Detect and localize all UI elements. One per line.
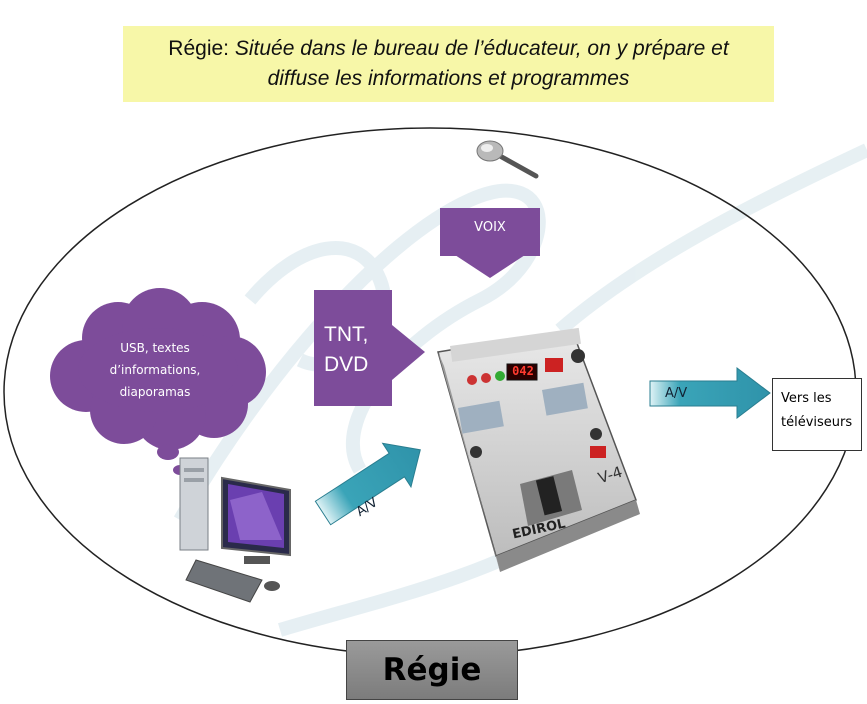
cloud-line-2: d’informations, bbox=[109, 363, 201, 377]
av-arrow-right-icon bbox=[649, 366, 771, 420]
title-description-1: Située dans le bureau de l’éducateur, on… bbox=[234, 37, 729, 60]
tv-line-1: Vers les bbox=[781, 391, 832, 406]
thought-cloud-icon bbox=[50, 288, 266, 475]
cloud-line-3: diaporamas bbox=[119, 385, 191, 399]
av-arrow-left-icon bbox=[314, 442, 421, 526]
title-line-1: Régie: Située dans le bureau de l’éducat… bbox=[168, 34, 728, 64]
voix-arrow-icon bbox=[455, 255, 525, 278]
footer-label: Régie bbox=[382, 652, 482, 688]
mixer-display: 042 bbox=[512, 364, 534, 378]
computer-icon bbox=[179, 457, 291, 603]
title-banner: Régie: Située dans le bureau de l’éducat… bbox=[123, 26, 774, 102]
tnt-label: TNT, bbox=[324, 323, 369, 346]
cloud-line-1: USB, textes bbox=[120, 341, 190, 355]
cloud-label: USB, textes d’informations, diaporamas bbox=[92, 337, 218, 403]
dvd-label: DVD bbox=[324, 353, 369, 376]
voix-label: VOIX bbox=[474, 220, 506, 235]
regie-footer: Régie bbox=[346, 640, 518, 700]
voix-box: VOIX bbox=[440, 208, 540, 256]
tnt-dvd-box: TNT, DVD bbox=[314, 290, 392, 406]
televisions-box: Vers les téléviseurs bbox=[772, 378, 862, 451]
title-prefix: Régie: bbox=[168, 37, 235, 60]
tv-line-2: téléviseurs bbox=[781, 415, 853, 430]
av-label-right: A/V bbox=[665, 386, 688, 401]
microphone-icon bbox=[476, 140, 539, 179]
tnt-arrow-icon bbox=[392, 325, 425, 380]
video-mixer-icon bbox=[437, 327, 640, 572]
title-line-2: diffuse les informations et programmes bbox=[267, 67, 630, 90]
